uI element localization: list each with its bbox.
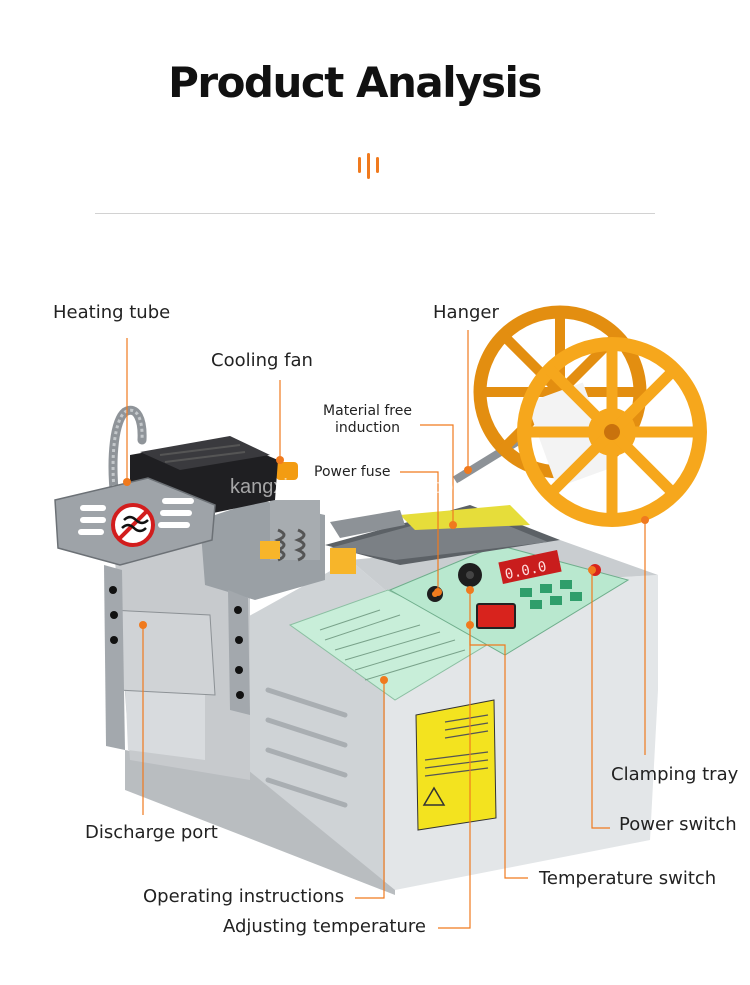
side-rails <box>104 565 250 750</box>
callout-material-free-induction-line1: Material free <box>323 403 412 419</box>
callout-adjusting-temperature: Adjusting temperature <box>223 916 426 937</box>
callout-heating-tube: Heating tube <box>53 302 171 323</box>
callout-temperature-switch: Temperature switch <box>539 868 717 889</box>
reel-front <box>517 337 707 527</box>
callout-material-free-induction: Material free induction <box>315 403 420 437</box>
leader-dots <box>123 456 649 684</box>
callout-discharge-port: Discharge port <box>85 822 218 843</box>
callout-operating-instructions: Operating instructions <box>143 886 345 907</box>
warning-label <box>415 699 497 831</box>
callout-power-switch: Power switch <box>619 814 737 835</box>
watermark: kangxinkeji.en.alibaba.com <box>230 476 471 498</box>
page-title: Product Analysis <box>168 58 542 107</box>
cutter-head <box>200 462 356 600</box>
control-panel: 0.0.0 <box>388 544 630 656</box>
heat-shield-plate <box>54 477 216 566</box>
callout-power-fuse: Power fuse <box>314 464 391 480</box>
accent-bars-icon <box>358 153 379 179</box>
callout-cooling-fan: Cooling fan <box>211 350 313 371</box>
callout-hanger: Hanger <box>433 302 499 323</box>
cutting-table <box>325 505 560 565</box>
header-divider <box>95 213 655 214</box>
callout-clamping-tray: Clamping tray <box>611 764 739 785</box>
callout-material-free-induction-line2: induction <box>334 420 401 436</box>
